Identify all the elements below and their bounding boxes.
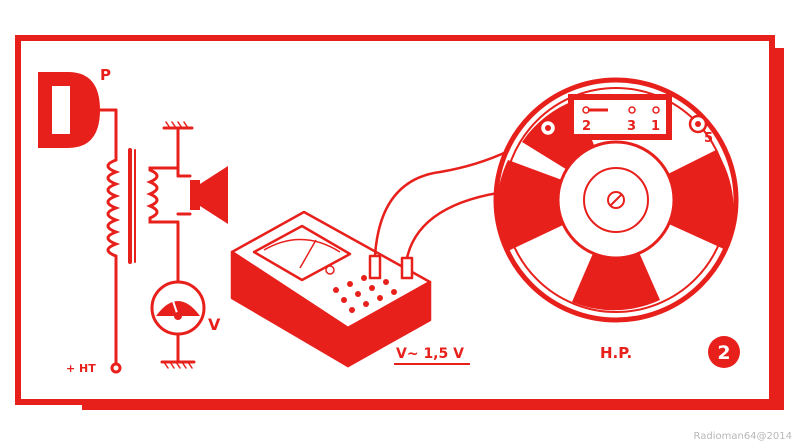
figure-number-badge: 2 (708, 336, 740, 368)
figure-number: 2 (717, 342, 730, 364)
range-label: V~ 1,5 V (396, 346, 464, 362)
schematic (38, 72, 228, 374)
transformer-icon (106, 148, 180, 264)
supply-label: + HT (66, 362, 96, 375)
multimeter-icon (230, 210, 432, 368)
ground-icon (160, 360, 196, 369)
tube-icon (38, 72, 100, 148)
speaker-name-label: H.P. (600, 344, 632, 362)
plate-label: P (100, 66, 111, 84)
speaker-frame-icon (493, 77, 739, 323)
tap-label-3: 3 (627, 119, 636, 134)
loudspeaker-icon (176, 166, 228, 224)
tap-label-1: 1 (651, 119, 660, 134)
credit-text: Radioman64@2014 (693, 431, 792, 442)
tap-label-2: 2 (582, 119, 591, 134)
terminal-5-label: 5 (704, 131, 713, 146)
voltmeter-icon (150, 280, 206, 336)
meter-label: V (208, 315, 221, 334)
terminal-4-label: 4 (528, 131, 537, 146)
